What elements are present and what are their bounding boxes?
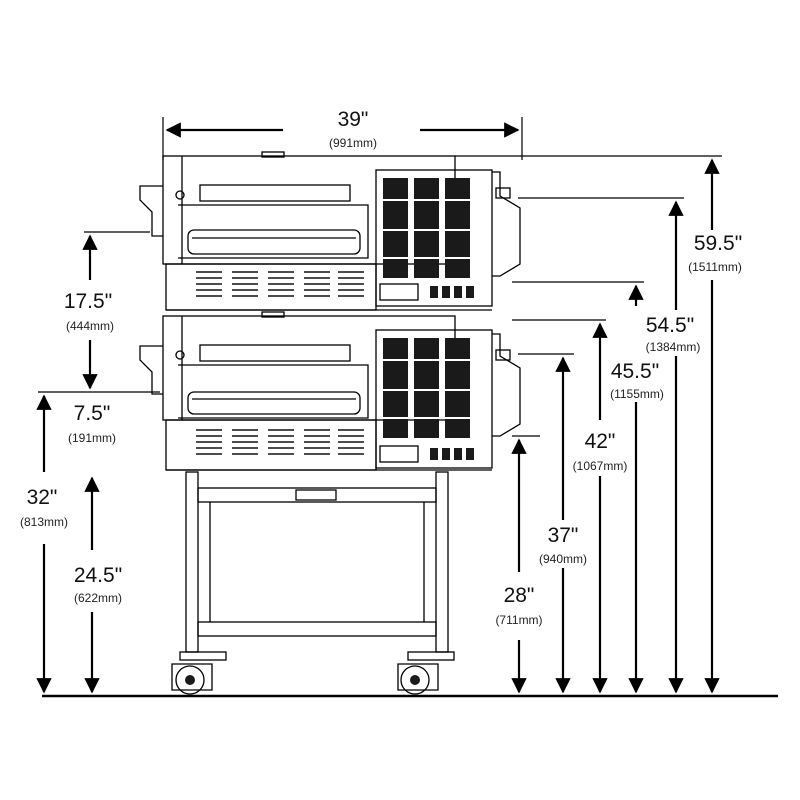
lower-louvers [196, 429, 364, 455]
lower-conveyor-height-inches: 32" [27, 486, 58, 509]
stand-leg-left [185, 471, 199, 653]
oven-stand [179, 471, 455, 661]
lower-oven-body [162, 315, 456, 421]
upper-control-box [375, 169, 493, 307]
lower-conveyor-height-mm: (813mm) [20, 515, 68, 529]
dim-upper-base-height: 45.5" (1155mm) [610, 284, 664, 694]
lower-display-panel [379, 445, 419, 463]
lower-base-panel [165, 419, 377, 471]
overall-height-mm: (1511mm) [688, 260, 742, 274]
overall-height-inches: 59.5" [694, 232, 742, 255]
lower-oven-base-height-inches: 24.5" [74, 564, 122, 587]
lower-oven-base-height-mm: (622mm) [74, 591, 122, 605]
lower-top-height-inches: 42" [585, 430, 616, 453]
dim-leg-gap: 7.5" (191mm) [68, 402, 116, 445]
caster-right [397, 663, 439, 695]
lower-vent-height-inches: 37" [548, 524, 579, 547]
dim-overall-height: 59.5" (1511mm) [688, 158, 742, 694]
oven-height-mm: (444mm) [66, 319, 114, 333]
upper-louvers [196, 271, 364, 297]
dim-upper-vent-height: 54.5" (1384mm) [646, 200, 701, 694]
dim-lower-vent-height: 37" (940mm) [539, 356, 587, 694]
width-mm-label: (991mm) [329, 136, 377, 150]
dim-lower-panel-height: 28" (711mm) [495, 438, 543, 694]
stand-top-rail [197, 487, 437, 503]
upper-conveyor-window [187, 229, 361, 255]
dim-lower-top-height: 42" (1067mm) [573, 322, 628, 694]
upper-control-buttons [430, 286, 474, 298]
upper-oven [139, 151, 521, 311]
lower-control-buttons [430, 448, 474, 460]
lower-top-height-mm: (1067mm) [573, 459, 628, 473]
upper-vent-height-inches: 54.5" [646, 314, 694, 337]
lower-vent-height-mm: (940mm) [539, 552, 587, 566]
upper-display-panel [379, 283, 419, 301]
upper-vent-height-mm: (1384mm) [646, 340, 701, 354]
width-dimension: 39" (991mm) [162, 108, 523, 160]
upper-oven-body [162, 155, 456, 265]
lower-conveyor-window [187, 391, 361, 415]
lower-panel-height-inches: 28" [504, 584, 535, 607]
dim-lower-oven-base-height: 24.5" (622mm) [74, 476, 122, 694]
upper-side-handle [139, 185, 163, 237]
upper-vent-grilles [383, 178, 470, 278]
lower-oven [139, 311, 521, 471]
lower-side-handle [139, 345, 163, 395]
lower-vent-grilles [383, 338, 470, 438]
right-extension-lines [455, 155, 722, 437]
stand-leg-right [435, 471, 449, 653]
oven-height-inches: 17.5" [64, 290, 112, 313]
dim-lower-conveyor-height: 32" (813mm) [20, 394, 68, 694]
lower-rear-duct [492, 333, 521, 437]
upper-base-height-inches: 45.5" [611, 360, 659, 383]
stand-bottom-rail [197, 621, 437, 637]
lower-control-box [375, 329, 493, 469]
upper-base-panel [165, 263, 377, 311]
lower-panel-height-mm: (711mm) [495, 613, 542, 627]
width-inches-label: 39" [338, 108, 369, 131]
caster-left [171, 663, 213, 695]
upper-base-height-mm: (1155mm) [610, 387, 664, 401]
leg-gap-mm: (191mm) [68, 431, 116, 445]
upper-rear-duct [492, 171, 521, 277]
dim-oven-height: 17.5" (444mm) [64, 234, 114, 390]
leg-gap-inches: 7.5" [74, 402, 111, 425]
